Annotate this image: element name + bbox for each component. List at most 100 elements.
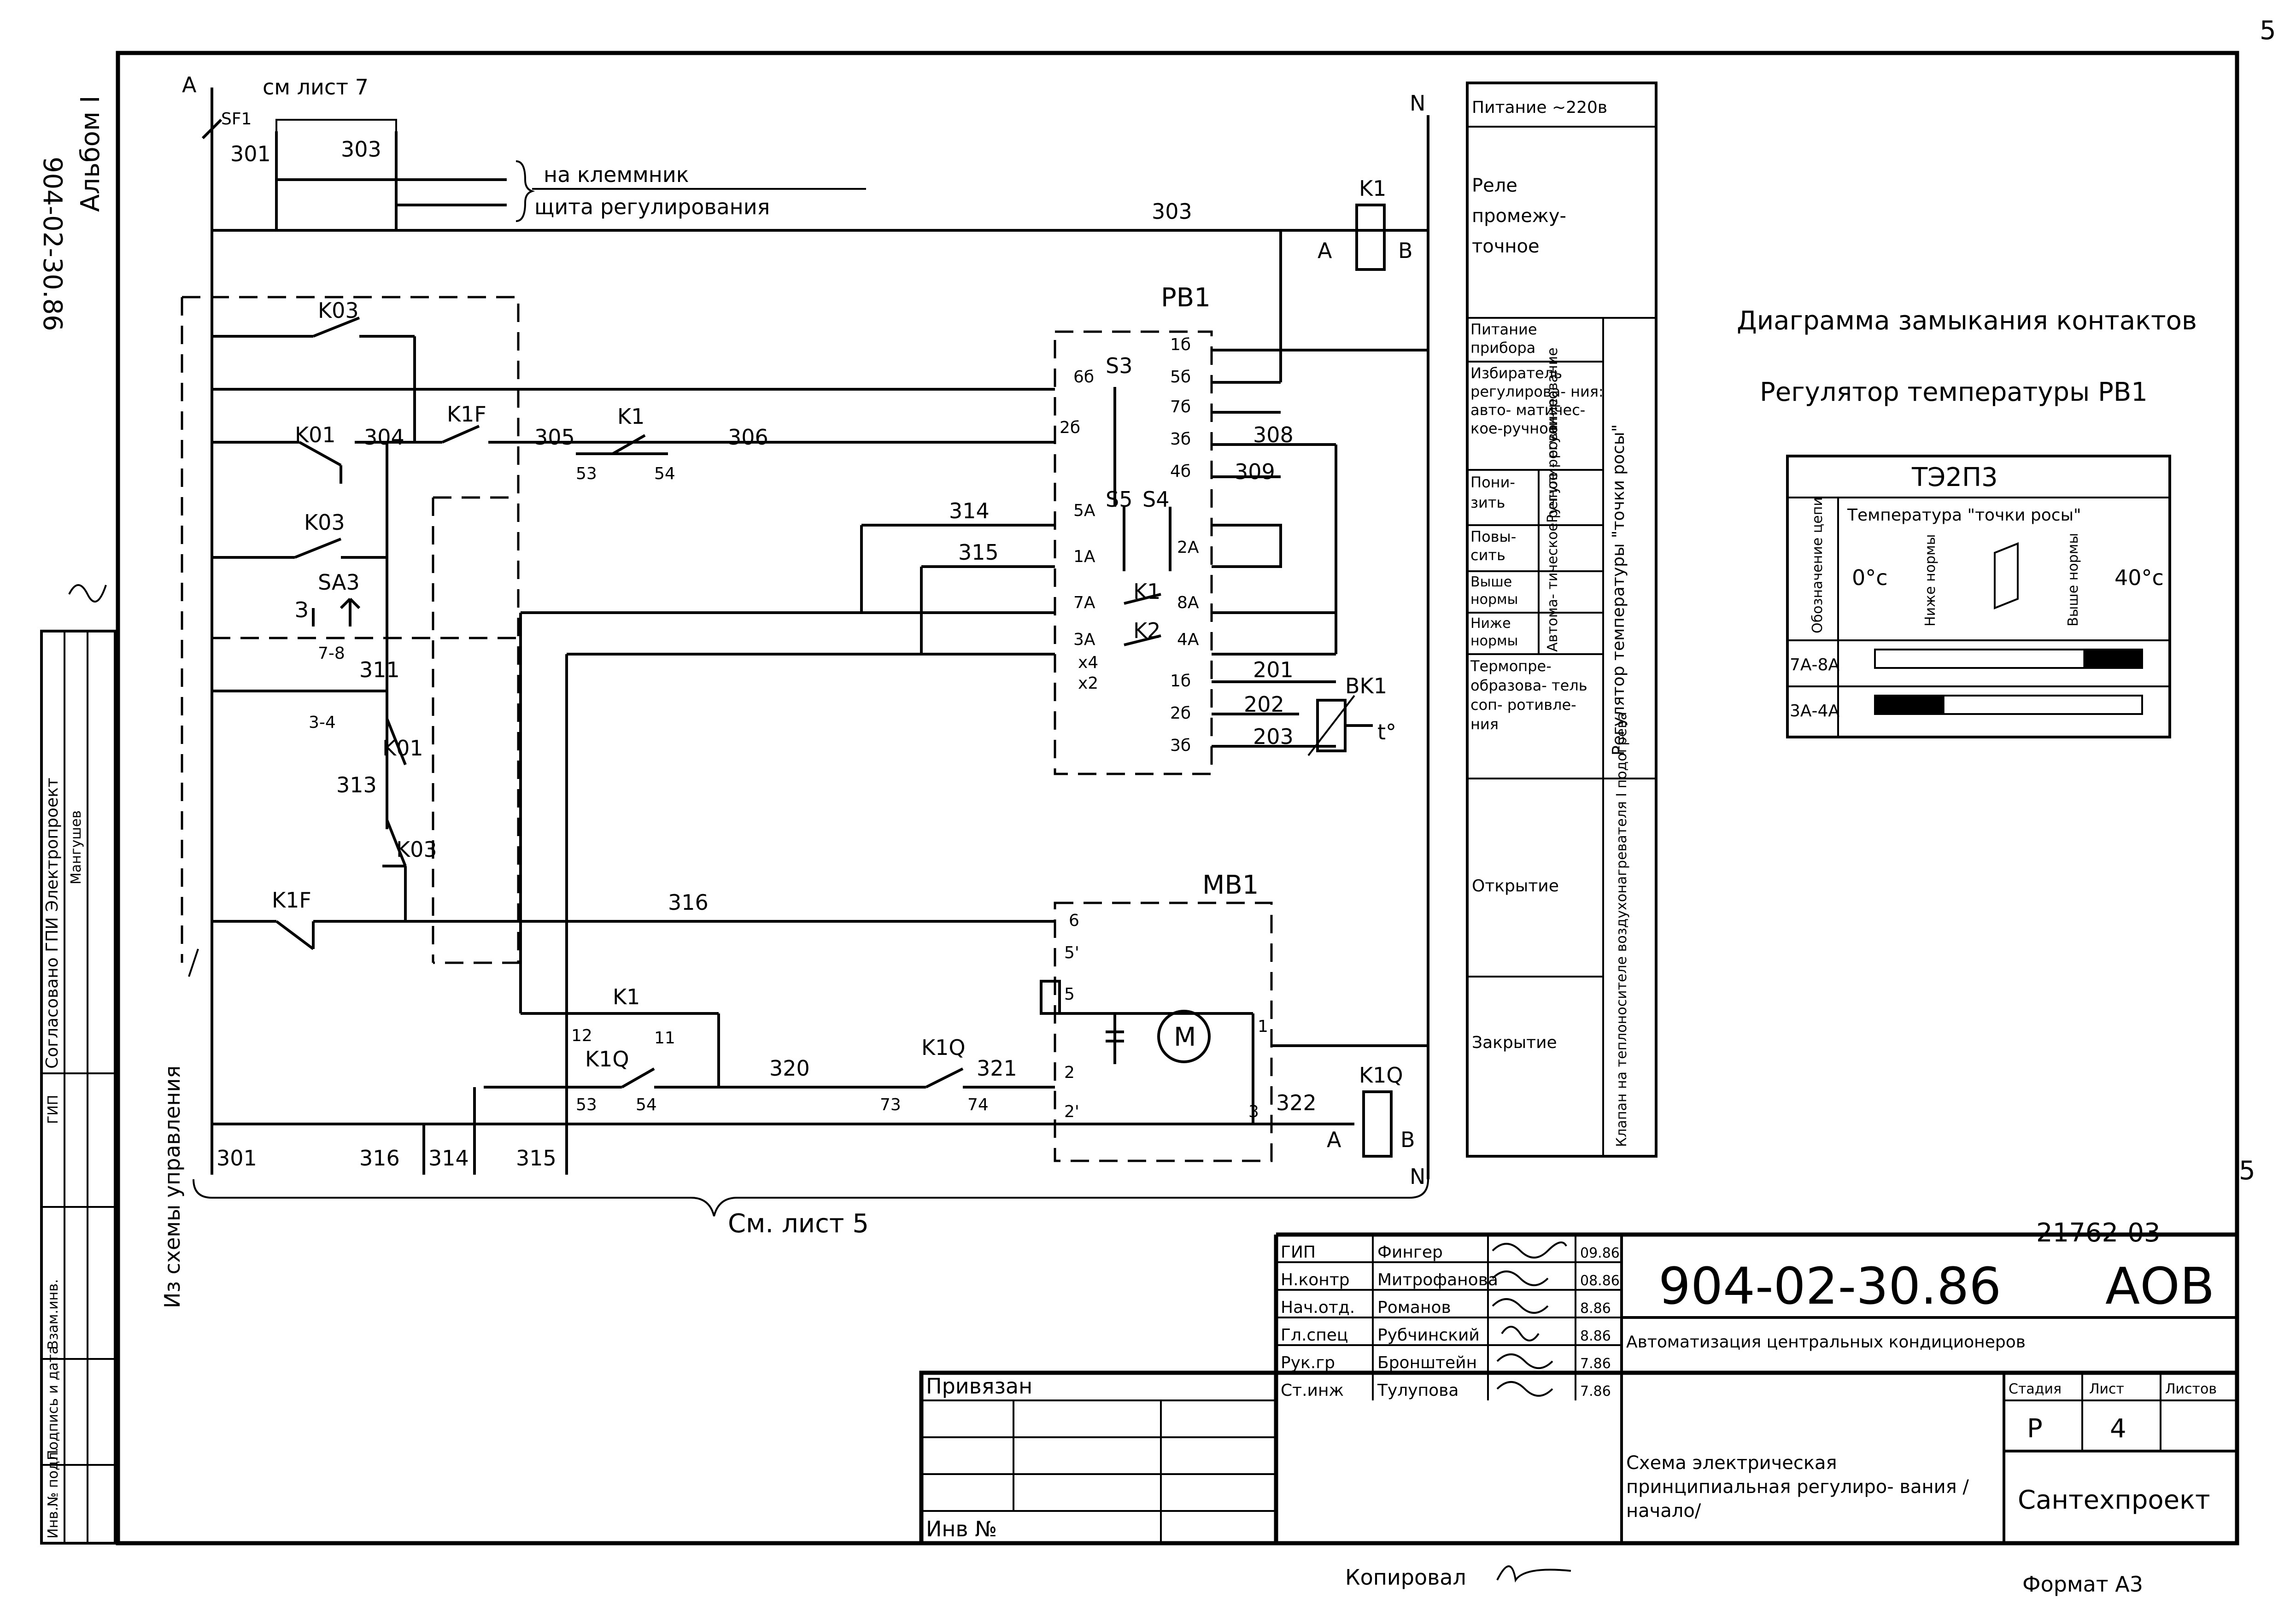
pin-54a: 54 xyxy=(654,464,675,483)
contact-closure-diagram: Диаграмма замыкания контактов Регулятор … xyxy=(1737,306,2197,738)
wire-320: 320 xyxy=(769,1056,810,1081)
inner-1a: 1А xyxy=(1073,547,1095,566)
role-5: Ст.инж xyxy=(1281,1381,1344,1400)
row-decrease: Пони- зить xyxy=(1470,474,1515,511)
wire-321: 321 xyxy=(977,1056,1017,1081)
act-term-5: 5 xyxy=(1064,985,1075,1004)
title-block: 21762-03 5 Привязан Инв № ГИП Фингер 09.… xyxy=(919,1156,2255,1546)
wire-314: 314 xyxy=(949,498,990,523)
relay-k1-label: K1 xyxy=(1359,176,1386,201)
name-5: Тулупова xyxy=(1377,1381,1458,1400)
contact-k03-c: K03 xyxy=(396,837,437,862)
name-4: Бронштейн xyxy=(1377,1353,1477,1372)
bus-314: 314 xyxy=(428,1146,469,1171)
group-valve: Клапан на теплоносителе воздухонагревате… xyxy=(1614,712,1630,1147)
approved-header: Согласовано ГПИ Электропроект xyxy=(43,778,62,1069)
linked-label: Привязан xyxy=(926,1374,1032,1399)
switch-s5: S5 xyxy=(1106,487,1132,512)
term-1b: 1б xyxy=(1170,335,1191,354)
approval-signature xyxy=(68,584,107,603)
pin-54b: 54 xyxy=(636,1095,657,1114)
wire-305: 305 xyxy=(534,425,575,450)
pin-12: 12 xyxy=(571,1026,592,1045)
inner-3a: 3А xyxy=(1073,630,1095,649)
date-5: 7.86 xyxy=(1580,1383,1611,1399)
switch-s4: S4 xyxy=(1142,487,1169,512)
wire-315: 315 xyxy=(958,540,999,565)
wire-322: 322 xyxy=(1276,1090,1317,1115)
coil-k1-pin-a: A xyxy=(1318,238,1332,263)
signature-5 xyxy=(1496,1381,1553,1397)
coil-k1-pin-b: B xyxy=(1398,238,1413,263)
date-0: 09.86 xyxy=(1580,1245,1620,1261)
relay-k1q-coil: K1Q A B xyxy=(1327,1063,1415,1158)
approver-name: Мангушев xyxy=(68,810,84,884)
neutral-label-top: N xyxy=(1410,91,1425,116)
role-2: Нач.отд. xyxy=(1281,1298,1355,1317)
contact-k1q-b: K1Q xyxy=(921,1035,966,1060)
selector-sa3-label: SA3 xyxy=(318,570,360,595)
term-8a: 8А xyxy=(1177,593,1199,612)
wire-301-top: 301 xyxy=(230,141,271,166)
wire-201: 201 xyxy=(1253,657,1294,682)
regulator-pb1: PB1 1б 5б 7б 3б 4б 2А 8А 4А 1б 2б 3б 6б … xyxy=(1054,230,1428,775)
project-name: Автоматизация центральных кондиционеров xyxy=(1626,1333,2026,1352)
control-box-outline xyxy=(182,296,520,964)
terminal-note-2: щита регулирования xyxy=(534,194,770,219)
album-label: Альбом I xyxy=(76,96,105,212)
act-term-1: 1 xyxy=(1258,1017,1268,1036)
name-0: Фингер xyxy=(1377,1243,1443,1262)
relay-k1-coil: K1 A B xyxy=(1318,176,1413,271)
motor-label: M xyxy=(1174,1022,1196,1052)
wire-306: 306 xyxy=(728,425,768,450)
wire-309: 309 xyxy=(1235,459,1275,484)
page-number-right: 5 xyxy=(2239,1156,2255,1186)
sensor-t: t° xyxy=(1377,720,1396,744)
name-1: Митрофанова xyxy=(1377,1270,1498,1289)
sheet-value: 4 xyxy=(2110,1414,2126,1444)
row-relay: Реле промежу- точное xyxy=(1472,175,1566,257)
circuit-header: Обозначение цепи xyxy=(1810,497,1826,633)
above-normal: Выше нормы xyxy=(2065,533,2081,626)
power-entry: A SF1 см лист 7 301 303 на клеммник щита… xyxy=(182,72,866,230)
role-4: Рук.гр xyxy=(1281,1353,1335,1372)
contact-k03-a: K03 xyxy=(318,298,359,323)
term-4a: 4А xyxy=(1177,630,1199,649)
selector-pos-7-8: 7-8 xyxy=(318,644,345,663)
temp-header: Температура "точки росы" xyxy=(1847,506,2081,525)
neutral-label-bottom: N xyxy=(1410,1164,1425,1189)
from-control-scheme: Из схемы управления xyxy=(160,1066,185,1308)
selector-pos-3-4: 3-4 xyxy=(309,713,336,732)
row-label-3a4a: 3А-4А xyxy=(1790,702,1839,720)
term-3b-2: 3б xyxy=(1170,736,1191,755)
t-max: 40°c xyxy=(2114,565,2164,590)
term-2a: 2А xyxy=(1177,538,1199,557)
selector-sa3-z: З xyxy=(295,597,309,622)
act-term-6: 6 xyxy=(1069,911,1079,930)
drawing-title: Схема электрическая принципиальная регул… xyxy=(1626,1452,1969,1522)
doc-code: 904-02-30.86 xyxy=(1658,1257,2001,1316)
row-power: Питание ~220в xyxy=(1472,98,1607,117)
date-3: 8.86 xyxy=(1580,1328,1611,1344)
date-2: 8.86 xyxy=(1580,1300,1611,1317)
contact-diagram-subtitle: Регулятор температуры PB1 xyxy=(1760,377,2148,407)
wire-313: 313 xyxy=(336,773,377,797)
see-sheet-5: См. лист 5 xyxy=(728,1209,869,1239)
manual-reg: Ручное регули- рование xyxy=(1545,347,1561,523)
pin-74: 74 xyxy=(967,1095,989,1114)
t-min: 0°c xyxy=(1852,565,1888,590)
act-term-5p: 5' xyxy=(1064,943,1079,962)
closure-bar-3a4a xyxy=(1875,696,1945,714)
pin-53b: 53 xyxy=(576,1095,597,1114)
term-2b: 2б xyxy=(1170,704,1191,723)
below-normal: Ниже нормы xyxy=(1922,534,1939,626)
auto-reg: Автома- тическое регули- рование xyxy=(1545,398,1561,652)
rung-k1-k1q: K1 12 11 K1Q 53 54 320 73 K1Q 74 321 322 xyxy=(484,984,1354,1125)
rung-k01-contacts: K01 304 K1F 305 K1 53 54 306 xyxy=(295,402,768,484)
signature-0 xyxy=(1492,1241,1567,1259)
rung-k03-b: K03 xyxy=(212,442,388,829)
term-3b: 3б xyxy=(1170,430,1191,449)
row-close: Закрытие xyxy=(1472,1033,1557,1052)
device-label: ТЭ2П3 xyxy=(1911,463,1998,492)
